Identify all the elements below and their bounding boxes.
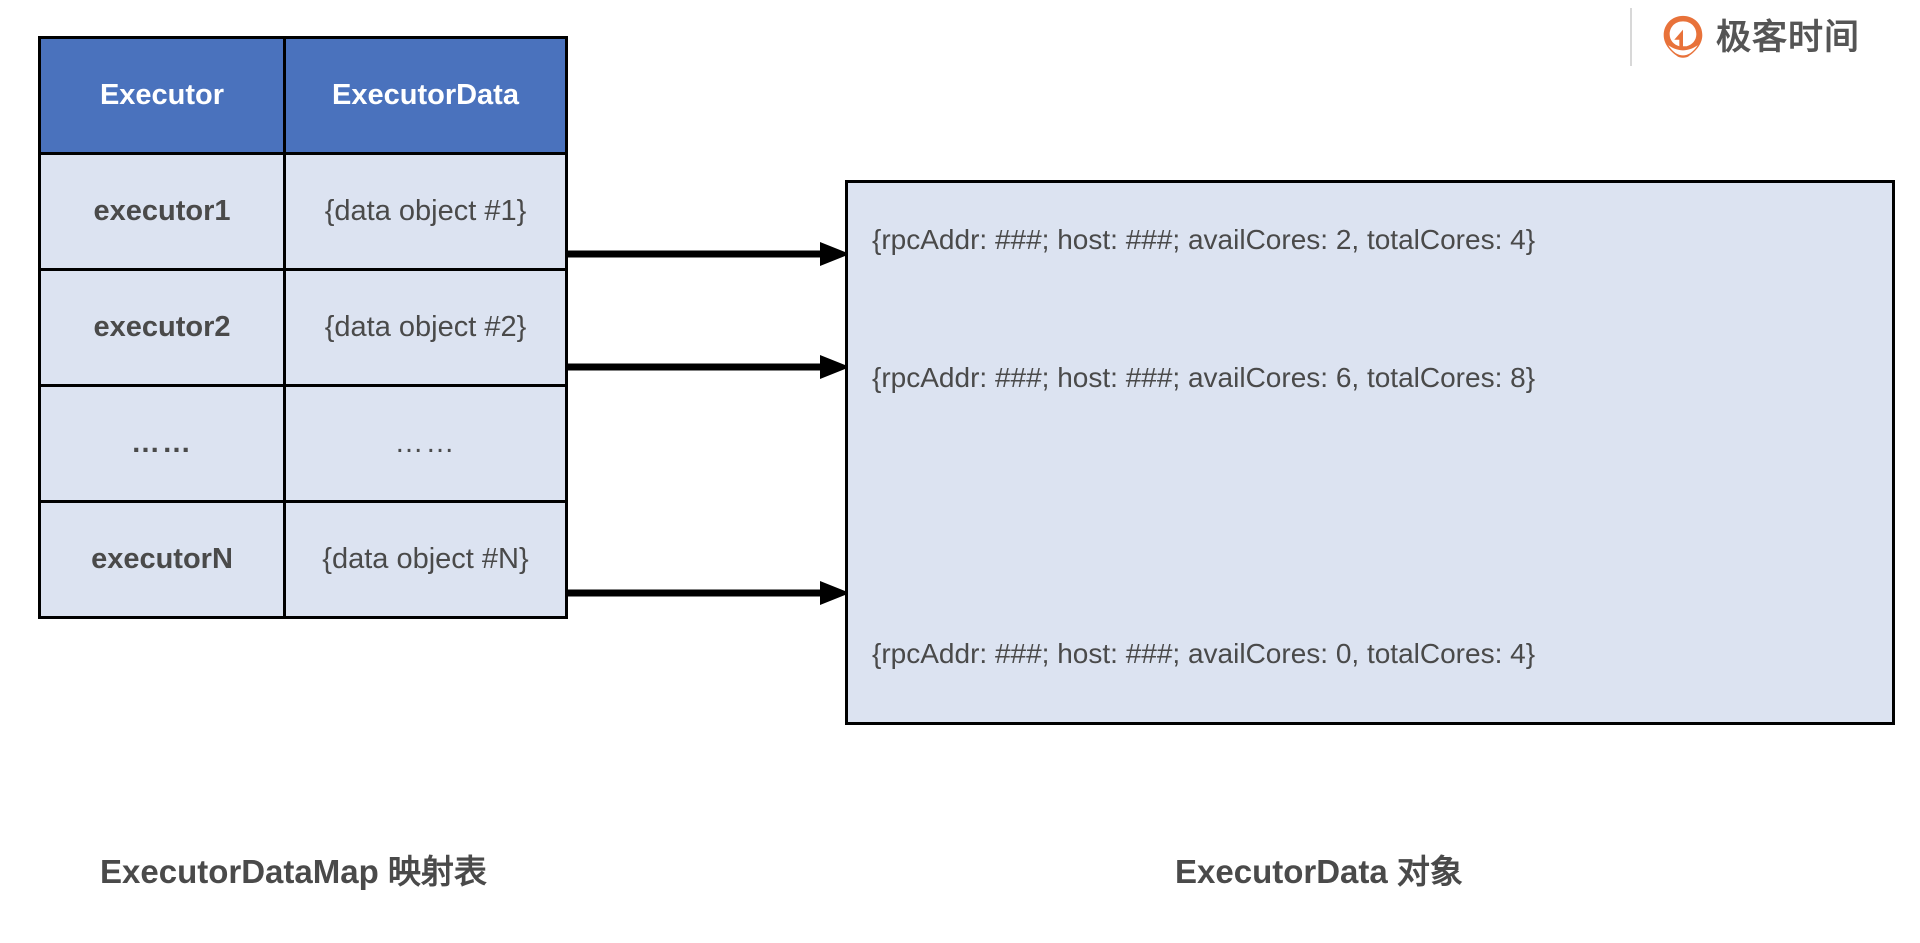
cell-executor-value: {data object #N} (283, 500, 568, 619)
executor-data-line: {rpcAddr: ###; host: ###; availCores: 2,… (872, 224, 1536, 255)
geektime-pin-logo-icon (1663, 15, 1703, 58)
column-header-executordata: ExecutorData (283, 36, 568, 155)
table-header-row: Executor ExecutorData (38, 36, 568, 155)
executor-data-line: {rpcAddr: ###; host: ###; availCores: 0,… (872, 638, 1536, 669)
caption-executor-data-object: ExecutorData 对象 (1175, 853, 1463, 890)
table-row-ellipsis: …… …… (38, 384, 568, 503)
brand-divider (1630, 8, 1632, 66)
executor-data-map-table: Executor ExecutorData executor1 {data ob… (38, 36, 568, 619)
brand-name: 极客时间 (1716, 17, 1861, 57)
cell-executor-key: executor1 (38, 152, 286, 271)
brand-logo: 极客时间 (1630, 6, 1910, 68)
cell-executor-key: executor2 (38, 268, 286, 387)
cell-executor-key: executorN (38, 500, 286, 619)
caption-executor-data-map: ExecutorDataMap 映射表 (100, 853, 487, 890)
column-header-executor: Executor (38, 36, 286, 155)
table-row: executorN {data object #N} (38, 500, 568, 619)
table-row: executor2 {data object #2} (38, 268, 568, 387)
cell-executor-value: {data object #2} (283, 268, 568, 387)
arrow-row2-to-data2 (565, 355, 850, 379)
table-row: executor1 {data object #1} (38, 152, 568, 271)
arrow-rowN-to-dataN (565, 581, 850, 605)
cell-executor-key: …… (38, 384, 286, 503)
cell-executor-value: …… (283, 384, 568, 503)
cell-executor-value: {data object #1} (283, 152, 568, 271)
executor-data-object-panel: {rpcAddr: ###; host: ###; availCores: 2,… (845, 180, 1895, 725)
arrow-row1-to-data1 (565, 242, 850, 266)
executor-data-line: {rpcAddr: ###; host: ###; availCores: 6,… (872, 362, 1536, 393)
